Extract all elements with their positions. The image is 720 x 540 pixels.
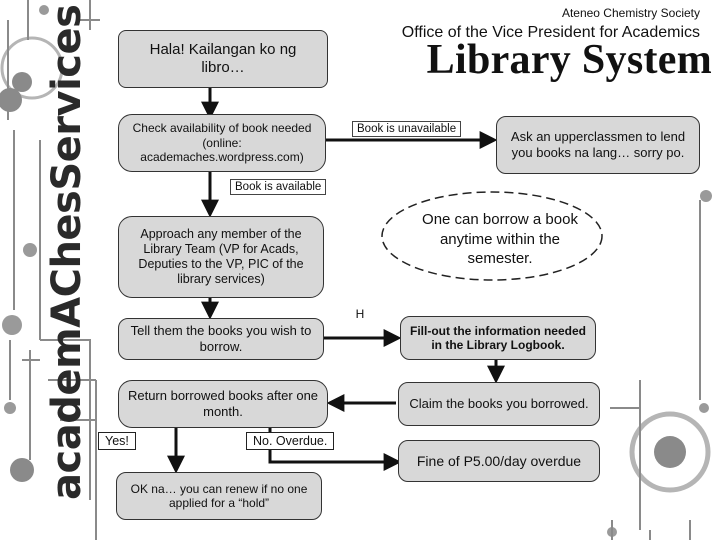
label-unavailable: Book is unavailable [352, 121, 462, 137]
node-start: Hala! Kailangan ko ng libro… [118, 30, 328, 88]
node-fine-text: Fine of P5.00/day overdue [416, 452, 582, 469]
node-claim: Claim the books you borrowed. [398, 382, 600, 426]
node-tell-text: Tell them the books you wish to borrow. [130, 323, 312, 354]
node-ask-upperclassmen: Ask an upperclassmen to lend you books n… [496, 116, 700, 174]
node-ask-upperclassmen-text: Ask an upperclassmen to lend you books n… [510, 129, 686, 160]
office-name: Office of the Vice President for Academi… [401, 24, 700, 41]
node-check: Check availability of book needed (onlin… [118, 114, 326, 172]
note-oval [381, 191, 603, 281]
node-approach: Approach any member of the Library Team … [118, 216, 324, 298]
page-title: Library System [426, 37, 712, 83]
label-available: Book is available [230, 179, 327, 195]
node-check-text: Check availability of book needed (onlin… [132, 121, 312, 165]
side-title: academAChesServices [44, 4, 90, 500]
label-no-overdue: No. Overdue. [246, 432, 335, 450]
node-claim-text: Claim the books you borrowed. [409, 396, 589, 412]
node-fill-logbook-text: Fill-out the information needed in the L… [410, 323, 586, 352]
circuit-decoration-left [0, 0, 100, 540]
circuit-decoration-right [607, 190, 712, 540]
node-return-text: Return borrowed books after one month. [127, 388, 319, 419]
h-badge: H [355, 307, 365, 321]
node-tell: Tell them the books you wish to borrow. [118, 318, 324, 360]
node-renew-text: OK na… you can renew if no one applied f… [130, 481, 308, 510]
node-return: Return borrowed books after one month. [118, 380, 328, 428]
org-name: Ateneo Chemistry Society [561, 6, 700, 20]
note-text: One can borrow a book anytime within the… [422, 211, 578, 267]
node-fine: Fine of P5.00/day overdue [398, 440, 600, 482]
label-yes: Yes! [98, 432, 136, 450]
node-approach-text: Approach any member of the Library Team … [138, 227, 304, 286]
node-start-text: Hala! Kailangan ko ng libro… [149, 41, 297, 76]
node-fill-logbook: Fill-out the information needed in the L… [400, 316, 596, 360]
node-renew: OK na… you can renew if no one applied f… [116, 472, 322, 520]
